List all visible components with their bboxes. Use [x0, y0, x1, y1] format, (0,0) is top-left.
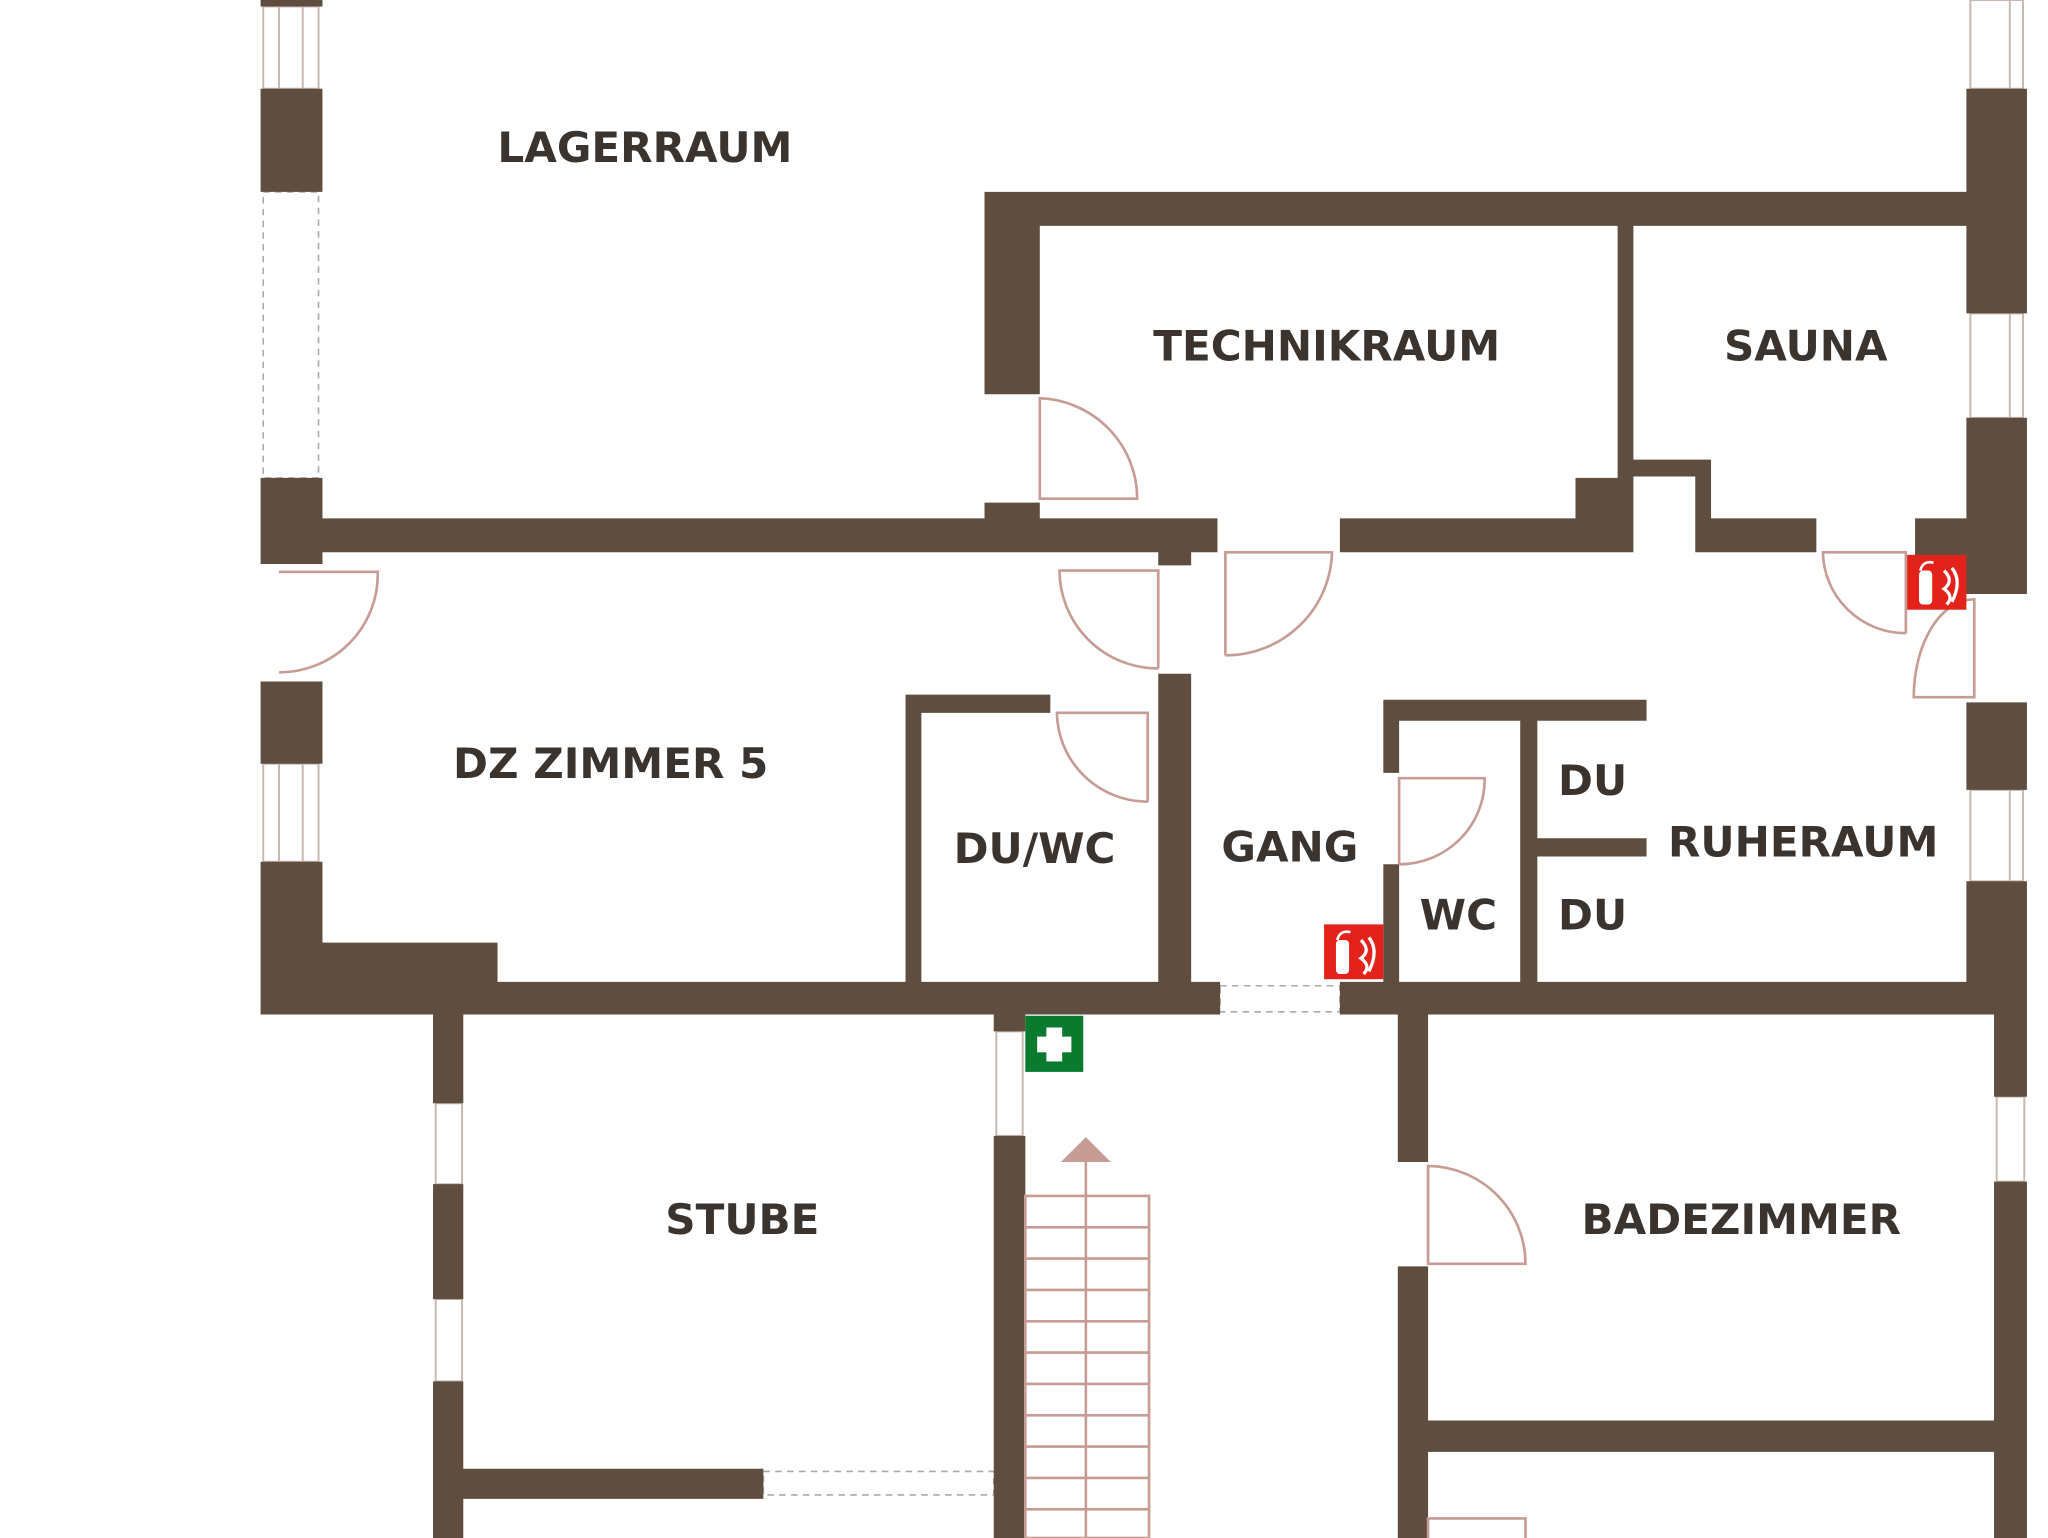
- room-label-wc: WC: [1420, 891, 1497, 940]
- room-label-du-2: DU: [1558, 891, 1627, 940]
- room-label-lagerraum: LAGERRAUM: [497, 123, 792, 172]
- fire-extinguisher-icon: [1905, 553, 1969, 612]
- room-label-badezimmer: BADEZIMMER: [1582, 1195, 1902, 1244]
- room-label-du-1: DU: [1558, 756, 1627, 805]
- fire-extinguisher-icon: [1322, 922, 1385, 981]
- room-label-du-wc: DU/WC: [954, 824, 1116, 873]
- room-label-gang: GANG: [1221, 823, 1358, 872]
- room-label-stube: STUBE: [665, 1195, 819, 1244]
- room-label-ruheraum: RUHERAUM: [1668, 818, 1938, 867]
- room-labels: LAGERRAUM TECHNIKRAUM SAUNA DZ ZIMMER 5 DU/W…: [453, 123, 1938, 1244]
- room-label-sauna: SAUNA: [1724, 322, 1888, 371]
- arrow-up-icon: [1060, 1137, 1111, 1162]
- doors: [279, 396, 1976, 1538]
- room-label-technikraum: TECHNIKRAUM: [1153, 322, 1500, 371]
- staircase: [1023, 1137, 1151, 1538]
- first-aid-icon: [1025, 1015, 1084, 1072]
- walls: [260, 0, 2027, 1538]
- room-label-dz-zimmer-5: DZ ZIMMER 5: [453, 739, 768, 788]
